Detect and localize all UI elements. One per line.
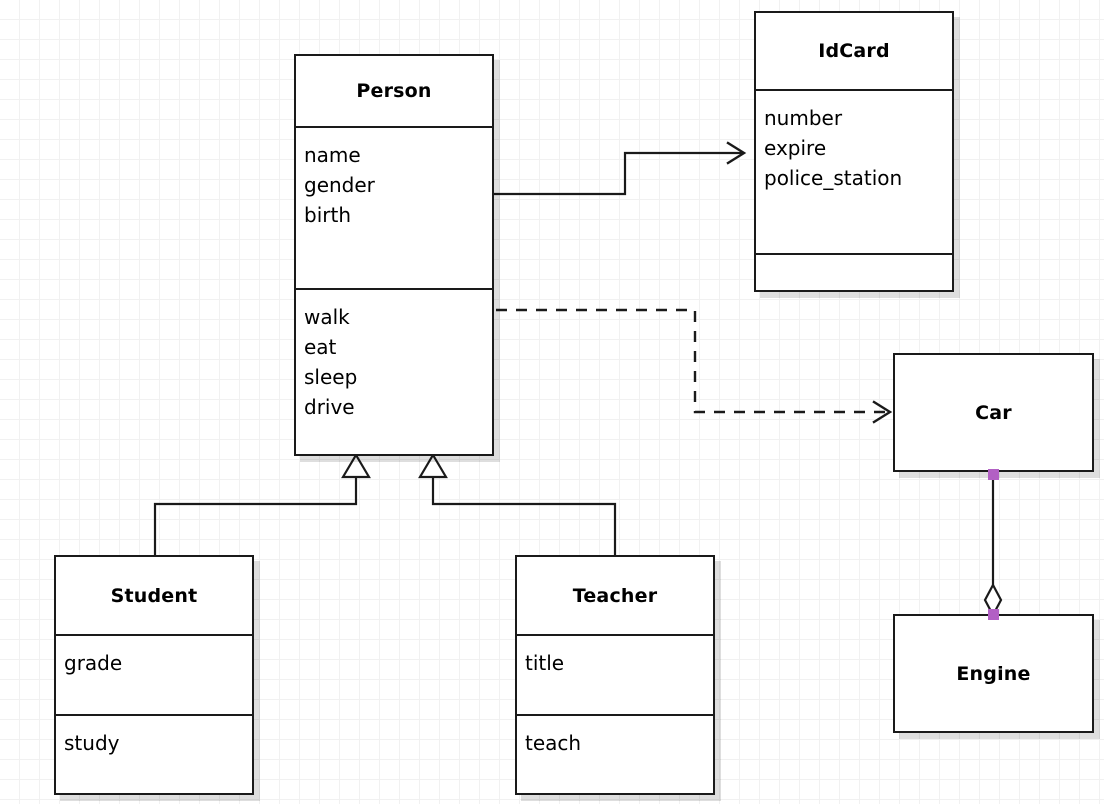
edge-person-car[interactable] [496,308,893,424]
method-item: teach [525,730,582,755]
attribute-item: gender [304,173,375,197]
method-item: walk [304,305,350,329]
attribute-item: grade [64,651,123,676]
class-box-idcard[interactable]: IdCard number expire police_station [754,11,954,292]
edge-handle-engine-end[interactable] [988,609,999,620]
class-box-teacher[interactable]: Teacher title teach [515,555,715,795]
class-attributes-idcard: number expire police_station [756,88,952,253]
class-methods-teacher: teach [517,713,713,793]
edge-teacher-person[interactable] [418,452,617,556]
attribute-item: name [304,143,361,167]
class-methods-student: study [56,713,252,793]
method-item: drive [304,395,355,419]
class-box-person[interactable]: Person name gender birth walk eat sleep … [294,54,494,456]
class-methods-idcard [756,252,952,290]
method-item: eat [304,335,337,359]
class-box-student[interactable]: Student grade study [54,555,254,795]
attribute-item: birth [304,203,351,227]
class-box-car[interactable]: Car [893,353,1094,472]
attribute-item: police_station [764,165,903,190]
attribute-item: expire [764,135,827,160]
class-attributes-teacher: title [517,634,713,713]
class-title-student: Student [110,584,198,607]
class-box-engine[interactable]: Engine [893,614,1094,733]
edge-student-person[interactable] [153,452,371,556]
class-title-person: Person [356,80,432,102]
class-attributes-person: name gender birth [296,126,492,288]
class-title-engine: Engine [956,662,1031,685]
attribute-item: title [525,651,565,676]
edge-person-idcard[interactable] [494,141,747,196]
method-item: study [64,730,120,755]
attribute-item: number [764,105,843,130]
edge-handle-car-end[interactable] [988,469,999,480]
class-title-teacher: Teacher [572,584,658,607]
class-title-idcard: IdCard [818,39,890,62]
class-attributes-student: grade [56,634,252,713]
class-methods-person: walk eat sleep drive [296,288,492,454]
class-title-car: Car [975,401,1012,424]
method-item: sleep [304,365,358,389]
edge-car-engine[interactable] [983,475,1003,618]
